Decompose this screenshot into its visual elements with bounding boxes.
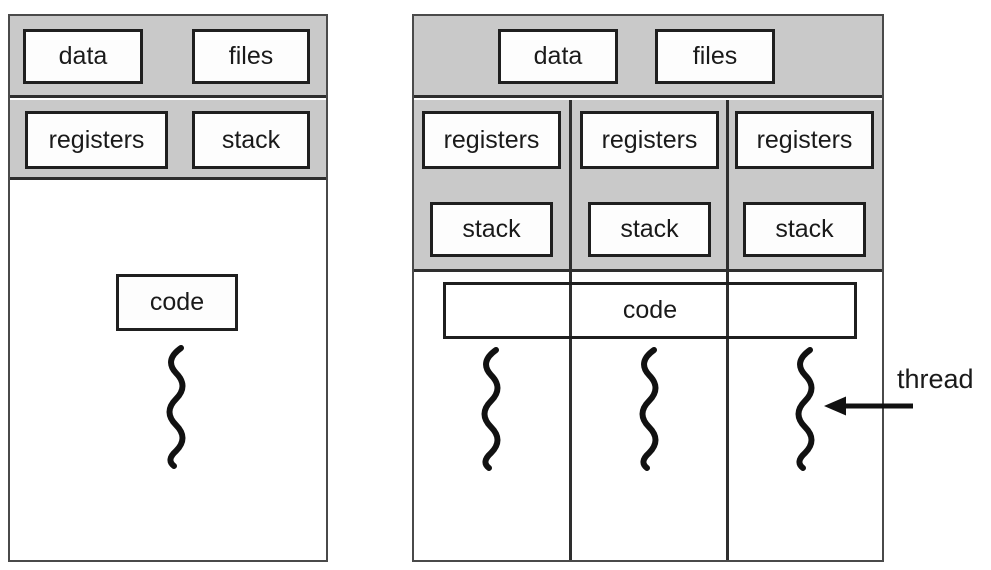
files-box: files <box>655 29 775 84</box>
registers-box: registers <box>422 111 561 169</box>
data-box-label: data <box>58 42 108 70</box>
thread-label: thread <box>897 364 974 394</box>
thread-squiggle-icon <box>639 347 659 471</box>
registers-box-label: registers <box>601 125 698 154</box>
files-box-label: files <box>228 42 274 70</box>
stack-box: stack <box>192 111 310 169</box>
stack-box: stack <box>430 202 553 257</box>
registers-box-label: registers <box>48 125 145 154</box>
files-box-label: files <box>692 42 738 70</box>
code-box-label: code <box>149 288 205 316</box>
files-box: files <box>192 29 310 84</box>
thread-squiggle-icon <box>481 347 501 471</box>
stack-box: stack <box>743 202 866 257</box>
registers-box: registers <box>25 111 168 169</box>
stack-box: stack <box>588 202 711 257</box>
data-box-label: data <box>533 42 583 70</box>
thread-column-divider <box>569 100 572 560</box>
code-box-label: code <box>622 296 678 324</box>
data-box: data <box>23 29 143 84</box>
data-box: data <box>498 29 618 84</box>
stack-box-label: stack <box>462 215 521 243</box>
thread-squiggle-icon <box>795 347 815 471</box>
registers-box-label: registers <box>756 125 853 154</box>
shared-resources-section <box>414 16 882 98</box>
registers-box: registers <box>735 111 874 169</box>
thread-column-divider <box>726 100 729 560</box>
thread-squiggle-icon <box>166 345 186 469</box>
stack-box-label: stack <box>775 215 834 243</box>
registers-box: registers <box>580 111 719 169</box>
registers-box-label: registers <box>443 125 540 154</box>
thread-arrow-icon <box>824 396 913 416</box>
code-box: code <box>116 274 238 331</box>
stack-box-label: stack <box>620 215 679 243</box>
single-threaded-process-diagram: data files registers stack code <box>8 14 328 562</box>
code-box: code <box>443 282 857 339</box>
multi-threaded-process-diagram: data files registers stack registers sta… <box>412 14 884 562</box>
stack-box-label: stack <box>221 125 281 154</box>
